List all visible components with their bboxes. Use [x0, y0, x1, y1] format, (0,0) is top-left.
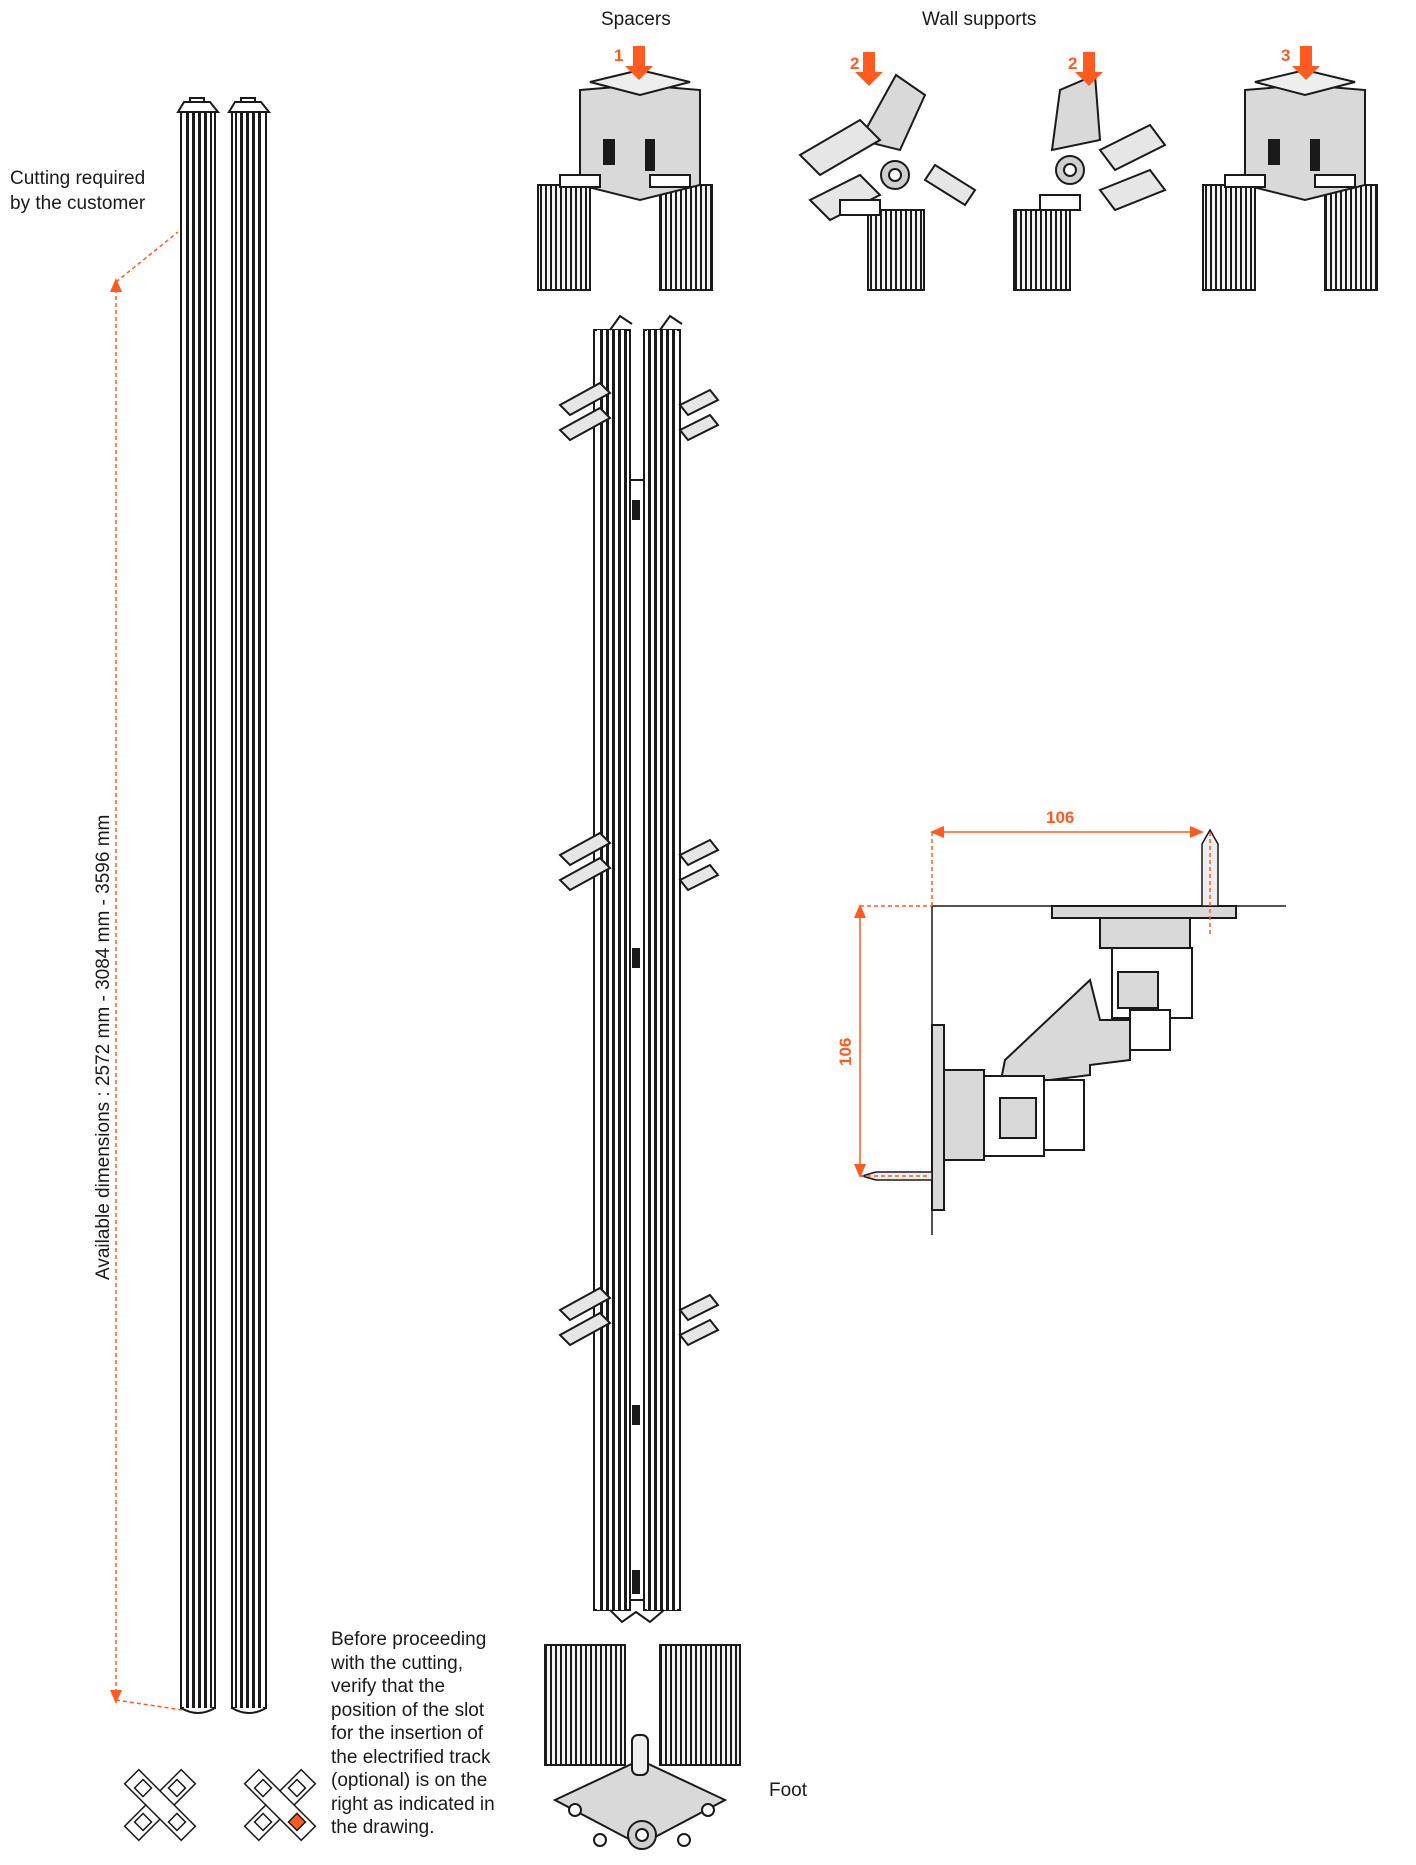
- step-number-2a: 2: [850, 54, 860, 73]
- wall-support-drawing-1: [798, 73, 977, 291]
- section-detail: [859, 828, 1286, 1235]
- section-dimension-lines: [854, 826, 1211, 1178]
- note-line: the electrified track: [331, 1746, 491, 1768]
- profile-section-right: [243, 1768, 317, 1842]
- spacer-marker-group: [632, 500, 640, 1594]
- note-line: verify that the: [331, 1676, 446, 1697]
- note-line: Before proceeding: [331, 1629, 487, 1650]
- dimension-horizontal: 106: [1046, 808, 1075, 827]
- step-number-3: 3: [1281, 46, 1291, 65]
- wall-support-drawing-2: [1013, 73, 1167, 291]
- spacer-drawing-1: [537, 68, 713, 291]
- arrow-down-icon: [1075, 52, 1103, 86]
- spacers-label: Spacers: [601, 9, 671, 30]
- foot-drawing: [544, 1644, 741, 1850]
- arrow-down-icon: [625, 46, 653, 80]
- note-line: right as indicated in: [331, 1793, 495, 1815]
- available-dimension-line: [110, 231, 183, 1711]
- assembled-column: [593, 314, 683, 1624]
- note-line: the drawing.: [331, 1817, 435, 1838]
- cutting-label-line2: by the customer: [10, 193, 146, 214]
- step-number-1: 1: [614, 46, 624, 65]
- arrow-down-icon: [855, 52, 883, 86]
- arrow-down-icon: [1292, 46, 1320, 80]
- foot-label: Foot: [769, 1780, 808, 1801]
- left-profile-bars: [176, 97, 272, 1714]
- note-line: with the cutting,: [331, 1652, 464, 1674]
- spacer-drawing-3: [1202, 68, 1378, 291]
- note-line: position of the slot: [331, 1699, 485, 1721]
- profile-section-left: [123, 1768, 197, 1842]
- note-line: (optional) is on the: [331, 1770, 488, 1791]
- note-line: for the insertion of: [331, 1723, 484, 1744]
- cutting-note: Before proceeding with the cutting, veri…: [331, 1628, 516, 1840]
- step-number-2b: 2: [1068, 54, 1078, 73]
- cutting-label-line1: Cutting required: [10, 168, 146, 189]
- wall-bracket-group: [558, 381, 720, 1347]
- wall-supports-label: Wall supports: [922, 9, 1037, 30]
